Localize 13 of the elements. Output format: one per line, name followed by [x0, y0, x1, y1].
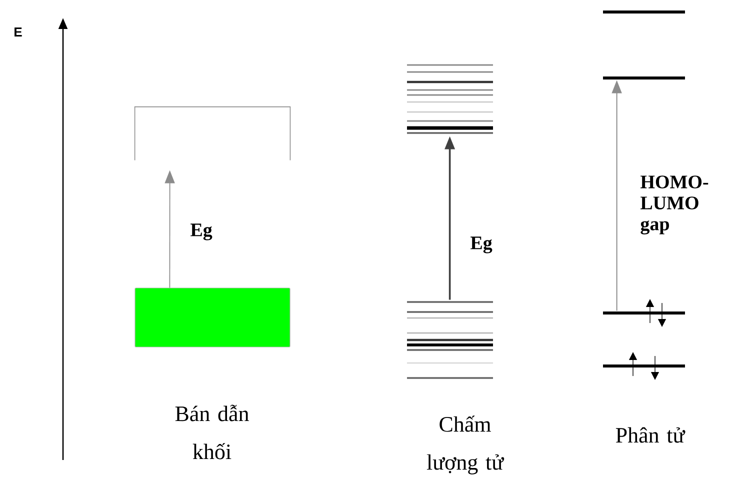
edge-label: HOMO- LUMO gap — [640, 176, 708, 234]
edge-label: Eg — [470, 236, 492, 254]
axis-label: E — [14, 28, 22, 36]
energy-levels — [406, 64, 494, 134]
edge-label: Eg — [190, 224, 212, 240]
caption: Phân tử — [616, 427, 686, 443]
band-bracket — [134, 106, 291, 161]
energy-level-line — [603, 312, 685, 314]
energy-level-line — [603, 76, 685, 80]
caption: Chấm lượng tử — [426, 416, 504, 474]
caption: Bán dẫn khối — [175, 404, 249, 460]
energy-levels — [406, 301, 494, 379]
band-rectangle — [134, 288, 290, 348]
